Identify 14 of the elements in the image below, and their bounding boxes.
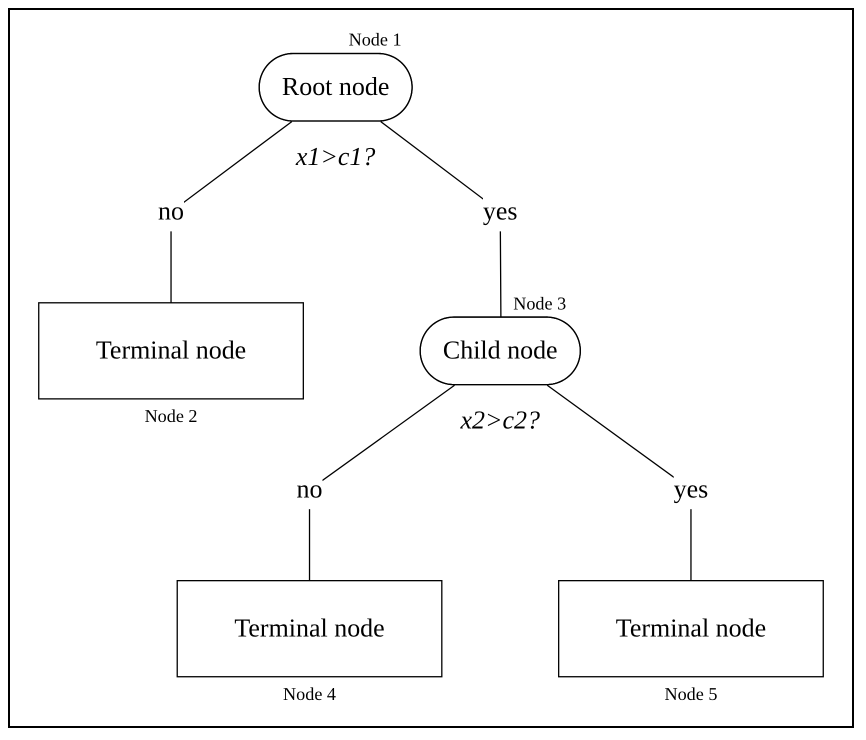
- node-box: Terminal node: [38, 302, 304, 400]
- node-number: Node 2: [144, 406, 198, 426]
- edge-label: yes: [674, 475, 708, 504]
- node-box: Terminal node: [558, 580, 824, 678]
- node-number: Node 4: [283, 684, 336, 704]
- node-number: Node 5: [664, 684, 718, 704]
- node-box: Terminal node: [176, 580, 442, 678]
- edge-label: no: [158, 198, 184, 226]
- node-number: Node 1: [348, 30, 402, 50]
- edge-label: yes: [482, 198, 518, 226]
- edge-label: no: [296, 475, 323, 504]
- split-condition: x1>c1?: [296, 142, 376, 172]
- node-number: Node 3: [513, 293, 566, 314]
- split-condition: x2>c2?: [460, 406, 540, 435]
